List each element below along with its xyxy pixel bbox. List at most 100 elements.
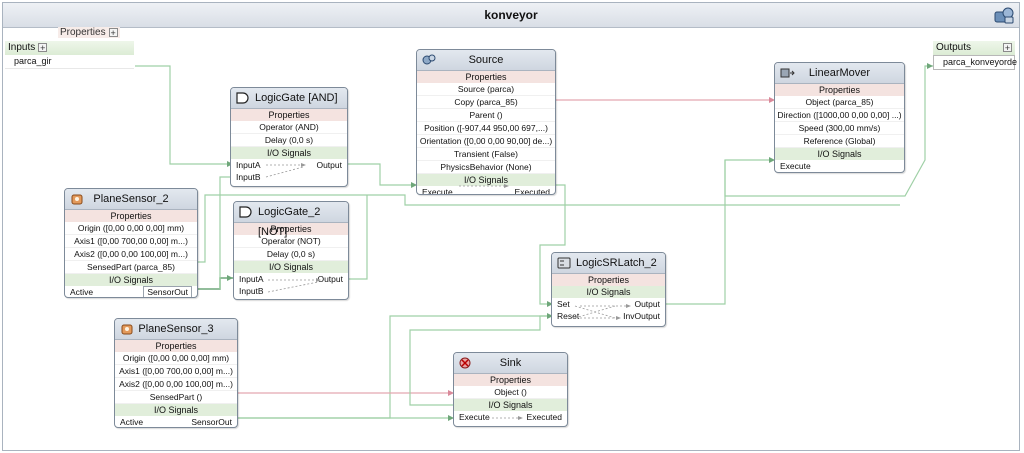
property-row[interactable]: Speed (300,00 mm/s) xyxy=(775,122,904,135)
property-row[interactable]: Object () xyxy=(454,386,567,399)
signal-row: Reset InvOutput xyxy=(552,310,665,322)
properties-section[interactable]: Properties xyxy=(65,210,197,222)
input-signal[interactable]: InputB xyxy=(236,172,261,182)
output-signal[interactable]: InvOutput xyxy=(623,311,660,321)
property-row[interactable]: Axis1 ([0,00 700,00 0,00] m...) xyxy=(65,235,197,248)
inputs-header[interactable]: Inputs+ xyxy=(5,41,134,55)
input-signal[interactable]: Execute xyxy=(780,161,811,171)
property-row[interactable]: SensedPart () xyxy=(115,391,237,404)
signals-section[interactable]: I/O Signals xyxy=(65,274,197,286)
input-signal[interactable]: InputA xyxy=(236,160,261,170)
signal-row: InputA Output xyxy=(231,159,347,171)
input-signal[interactable]: InputA xyxy=(239,274,264,284)
signal-row: InputB xyxy=(231,171,347,183)
linearmover-block[interactable]: LinearMover Properties Object (parca_85)… xyxy=(774,62,905,173)
source-icon xyxy=(422,54,436,65)
property-row[interactable]: Transient (False) xyxy=(417,148,555,161)
block-header[interactable]: LogicGate_2 [NOT] xyxy=(234,202,348,238)
properties-section[interactable]: Properties xyxy=(231,109,347,121)
outputs-header[interactable]: Outputs+ xyxy=(933,41,1015,55)
component-group-icon[interactable] xyxy=(993,6,1015,25)
properties-section[interactable]: Properties xyxy=(234,223,348,235)
property-row[interactable]: Origin ([0,00 0,00 0,00] mm) xyxy=(65,222,197,235)
property-row[interactable]: Position ([-907,44 950,00 697,...) xyxy=(417,122,555,135)
property-row[interactable]: Delay (0,0 s) xyxy=(231,134,347,147)
planesensor3-block[interactable]: PlaneSensor_3 Properties Origin ([0,00 0… xyxy=(114,318,238,428)
signals-section[interactable]: I/O Signals xyxy=(552,286,665,298)
block-header[interactable]: Source xyxy=(417,50,555,71)
signals-section[interactable]: I/O Signals xyxy=(454,399,567,411)
properties-section[interactable]: Properties xyxy=(552,274,665,286)
block-header[interactable]: PlaneSensor_3 xyxy=(115,319,237,340)
property-row[interactable]: Source (parca) xyxy=(417,83,555,96)
sink-block[interactable]: Sink Properties Object () I/O Signals Ex… xyxy=(453,352,568,427)
output-signal-row[interactable]: parca_konveyorde xyxy=(933,55,1017,70)
property-row[interactable]: Operator (NOT) xyxy=(234,235,348,248)
property-row[interactable]: Reference (Global) xyxy=(775,135,904,148)
block-header[interactable]: Sink xyxy=(454,353,567,374)
input-signal[interactable]: Set xyxy=(557,299,570,309)
input-signal[interactable]: Execute xyxy=(459,412,490,422)
signal-row: Execute xyxy=(775,160,904,172)
output-signal[interactable]: Output xyxy=(634,299,660,309)
signals-section[interactable]: I/O Signals xyxy=(115,404,237,416)
block-title: Sink xyxy=(499,357,522,369)
title-bar: konveyor xyxy=(3,3,1019,28)
output-signal[interactable]: Output xyxy=(317,274,343,284)
output-signal[interactable]: Executed xyxy=(514,187,550,195)
source-block[interactable]: Source Properties Source (parca) Copy (p… xyxy=(416,49,556,195)
block-header[interactable]: PlaneSensor_2 xyxy=(65,189,197,210)
signals-section[interactable]: I/O Signals xyxy=(775,148,904,160)
signals-section[interactable]: I/O Signals xyxy=(417,174,555,186)
properties-section[interactable]: Properties xyxy=(115,340,237,352)
property-row[interactable]: Orientation ([0,00 0,00 90,00] de...) xyxy=(417,135,555,148)
properties-toggle[interactable]: Properties+ xyxy=(58,27,120,38)
input-signal[interactable]: Active xyxy=(70,287,94,297)
properties-section[interactable]: Properties xyxy=(417,71,555,83)
block-header[interactable]: LogicGate [AND] xyxy=(231,88,347,109)
signal-row: InputB xyxy=(234,285,348,297)
signals-section[interactable]: I/O Signals xyxy=(231,147,347,159)
planesensor2-block[interactable]: PlaneSensor_2 Properties Origin ([0,00 0… xyxy=(64,188,198,298)
property-row[interactable]: Axis2 ([0,00 0,00 100,00] m...) xyxy=(65,248,197,261)
property-row[interactable]: Parent () xyxy=(417,109,555,122)
add-input-button[interactable]: + xyxy=(38,42,48,53)
property-row[interactable]: PhysicsBehavior (None) xyxy=(417,161,555,174)
signal-row: Active SensorOut xyxy=(115,416,237,427)
property-row[interactable]: Operator (AND) xyxy=(231,121,347,134)
signal-row: Execute Executed xyxy=(417,186,555,195)
add-output-button[interactable]: + xyxy=(1003,43,1012,53)
input-signal[interactable]: Execute xyxy=(422,187,453,195)
property-row[interactable]: Origin ([0,00 0,00 0,00] mm) xyxy=(115,352,237,365)
not-gate-icon xyxy=(239,206,252,218)
block-title: LinearMover xyxy=(808,67,871,79)
input-signal-row[interactable]: parca_gir xyxy=(5,55,134,69)
input-signal[interactable]: InputB xyxy=(239,286,264,296)
output-signal[interactable]: Output xyxy=(316,160,342,170)
properties-section[interactable]: Properties xyxy=(454,374,567,386)
srlatch-block[interactable]: LogicSRLatch_2 Properties I/O Signals Se… xyxy=(551,252,666,327)
property-row[interactable]: Axis1 ([0,00 700,00 0,00] m...) xyxy=(115,365,237,378)
logicgate-not-block[interactable]: LogicGate_2 [NOT] Properties Operator (N… xyxy=(233,201,349,300)
property-row[interactable]: Axis2 ([0,00 0,00 100,00] m...) xyxy=(115,378,237,391)
block-header[interactable]: LogicSRLatch_2 xyxy=(552,253,665,274)
plane-sensor-icon xyxy=(71,194,83,205)
signals-section[interactable]: I/O Signals xyxy=(234,261,348,273)
block-title: LogicGate [AND] xyxy=(255,92,338,104)
block-header[interactable]: LinearMover xyxy=(775,63,904,84)
property-row[interactable]: Delay (0,0 s) xyxy=(234,248,348,261)
property-row[interactable]: Direction ([1000,00 0,00 0,00] ...) xyxy=(775,109,904,122)
expand-properties-button[interactable]: + xyxy=(108,27,118,38)
property-row[interactable]: Object (parca_85) xyxy=(775,96,904,109)
properties-section[interactable]: Properties xyxy=(775,84,904,96)
property-row[interactable]: Copy (parca_85) xyxy=(417,96,555,109)
plane-sensor-icon xyxy=(121,324,133,335)
logicgate-and-block[interactable]: LogicGate [AND] Properties Operator (AND… xyxy=(230,87,348,187)
block-title: Source xyxy=(468,54,504,66)
output-signal[interactable]: SensorOut xyxy=(143,286,192,297)
output-signal[interactable]: SensorOut xyxy=(191,417,232,427)
input-signal[interactable]: Reset xyxy=(557,311,580,321)
input-signal[interactable]: Active xyxy=(120,417,144,427)
output-signal[interactable]: Executed xyxy=(526,412,562,422)
property-row[interactable]: SensedPart (parca_85) xyxy=(65,261,197,274)
